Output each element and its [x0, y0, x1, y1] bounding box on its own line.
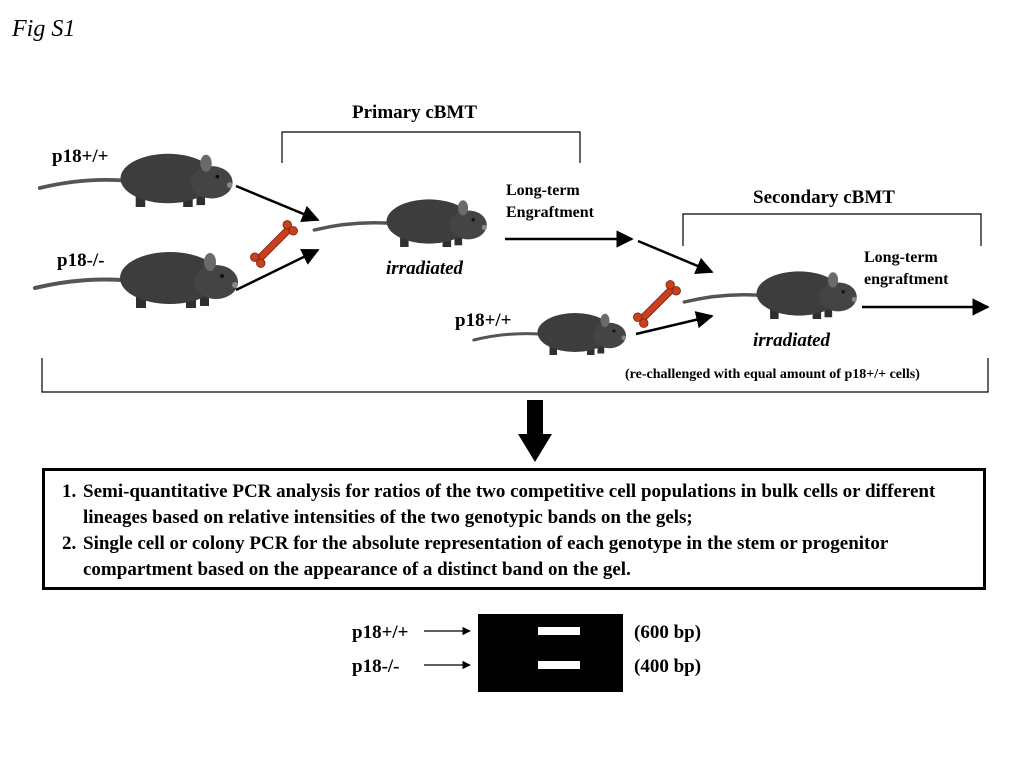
outer-bracket [41, 358, 989, 393]
arrow [235, 184, 320, 223]
gel [478, 614, 623, 692]
mouse-icon [682, 269, 859, 321]
arrow [637, 239, 714, 274]
donor-ko-label: p18-/- [57, 250, 105, 271]
donor-wt-label: p18+/+ [52, 146, 109, 167]
rechallenge-note: (re-challenged with equal amount of p18+… [625, 367, 920, 382]
recipient-label: irradiated [386, 258, 464, 279]
arrow [635, 311, 714, 336]
figure-label: Fig S1 [12, 16, 76, 42]
secondary-donor-wt-label: p18+/+ [455, 310, 512, 331]
secondary-recipient-label: irradiated [753, 330, 831, 351]
methods-item: Single cell or colony PCR for the absolu… [81, 531, 973, 583]
primary-title: Primary cBMT [352, 102, 478, 123]
secondary-outcome-line2: engraftment [864, 271, 949, 288]
gel-size-label: (600 bp) [634, 622, 702, 643]
arrow [235, 248, 320, 292]
methods-item: Semi-quantitative PCR analysis for ratio… [81, 479, 973, 531]
primary-bracket [281, 131, 581, 163]
bone-icon [631, 278, 683, 330]
gel-genotype-label: p18+/+ [352, 622, 409, 643]
outcome-line1: Long-term [506, 182, 580, 199]
gel-band [538, 661, 580, 669]
mouse-icon [312, 197, 489, 249]
down-arrow-icon [518, 400, 552, 462]
secondary-title: Secondary cBMT [753, 187, 895, 208]
gel-genotype-label: p18-/- [352, 656, 400, 677]
gel-size-label: (400 bp) [634, 656, 702, 677]
secondary-outcome-line1: Long-term [864, 249, 938, 266]
outcome-line2: Engraftment [506, 204, 594, 221]
gel-band [538, 627, 580, 635]
methods-box: Semi-quantitative PCR analysis for ratio… [42, 468, 986, 590]
methods-list: Semi-quantitative PCR analysis for ratio… [45, 471, 983, 583]
secondary-bracket [682, 213, 982, 246]
